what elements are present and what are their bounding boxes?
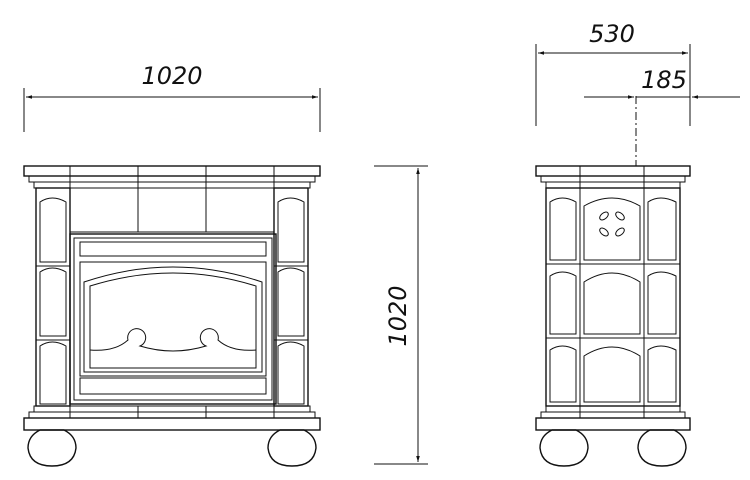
offset-dimension: 185 <box>584 66 740 99</box>
side-depth-label: 530 <box>589 20 635 48</box>
door-scroll-ornament <box>89 328 257 352</box>
side-cornice-top <box>535 165 691 177</box>
front-width-dimension: 1020 <box>23 62 321 132</box>
front-cornice-top <box>23 165 321 177</box>
flower-ornament <box>599 211 625 237</box>
height-dimension: 1020 <box>374 165 428 465</box>
front-width-label: 1020 <box>141 62 202 90</box>
fire-window <box>83 266 263 373</box>
front-left-column <box>35 187 71 407</box>
side-rear-foot <box>637 429 687 467</box>
front-base <box>23 417 321 431</box>
side-body <box>545 187 681 407</box>
front-left-foot <box>27 429 77 467</box>
front-cornice-mid <box>28 175 316 183</box>
fire-door-frame <box>69 233 277 405</box>
side-base <box>535 417 691 431</box>
ash-drawer <box>79 377 267 395</box>
height-label: 1020 <box>384 285 412 346</box>
side-front-foot <box>539 429 589 467</box>
front-cornice-low <box>33 181 311 189</box>
side-view <box>535 96 691 467</box>
front-right-foot <box>267 429 317 467</box>
door-top-bar <box>79 241 267 257</box>
offset-label: 185 <box>641 66 687 94</box>
front-right-column <box>273 187 309 407</box>
side-depth-dimension: 530 <box>535 20 691 126</box>
front-view <box>23 165 321 467</box>
